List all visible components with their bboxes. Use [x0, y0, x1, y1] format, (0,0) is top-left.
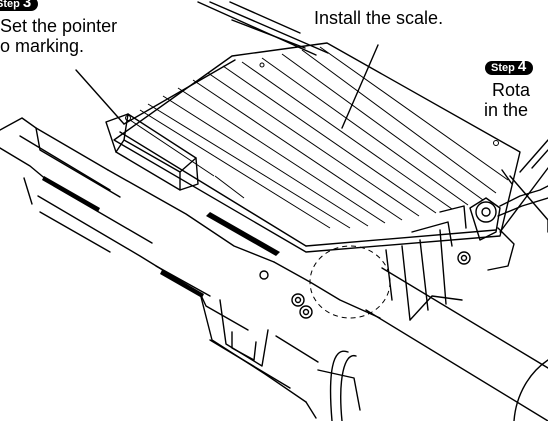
- install-scale-label: Install the scale.: [314, 8, 444, 28]
- pointer-handle: [105, 113, 199, 191]
- step3-badge: Step 3: [0, 0, 39, 12]
- step3-line2: o marking.: [0, 36, 85, 56]
- step4-badge: Step 4: [485, 58, 534, 76]
- step4-badge-number: 4: [517, 58, 527, 75]
- step3-badge-word: Step: [0, 0, 20, 10]
- scale-hatching: [129, 46, 509, 229]
- magnifier: [365, 267, 548, 421]
- cable: [329, 350, 357, 421]
- step4-line2: in the: [484, 100, 529, 120]
- step4-badge-word: Step: [491, 62, 515, 74]
- slots: [42, 176, 280, 298]
- step3-badge-number: 3: [22, 0, 32, 11]
- chassis-frame: [0, 117, 467, 419]
- scale-plate: [113, 42, 521, 253]
- step4-line1: Rota: [492, 80, 531, 100]
- step3-line1: Set the pointer: [0, 16, 118, 36]
- gear-mechanism: [469, 139, 548, 271]
- screws: [259, 251, 471, 319]
- callout-leaders: [75, 44, 548, 233]
- detail-circle: [309, 245, 391, 319]
- top-rails: [197, 1, 329, 56]
